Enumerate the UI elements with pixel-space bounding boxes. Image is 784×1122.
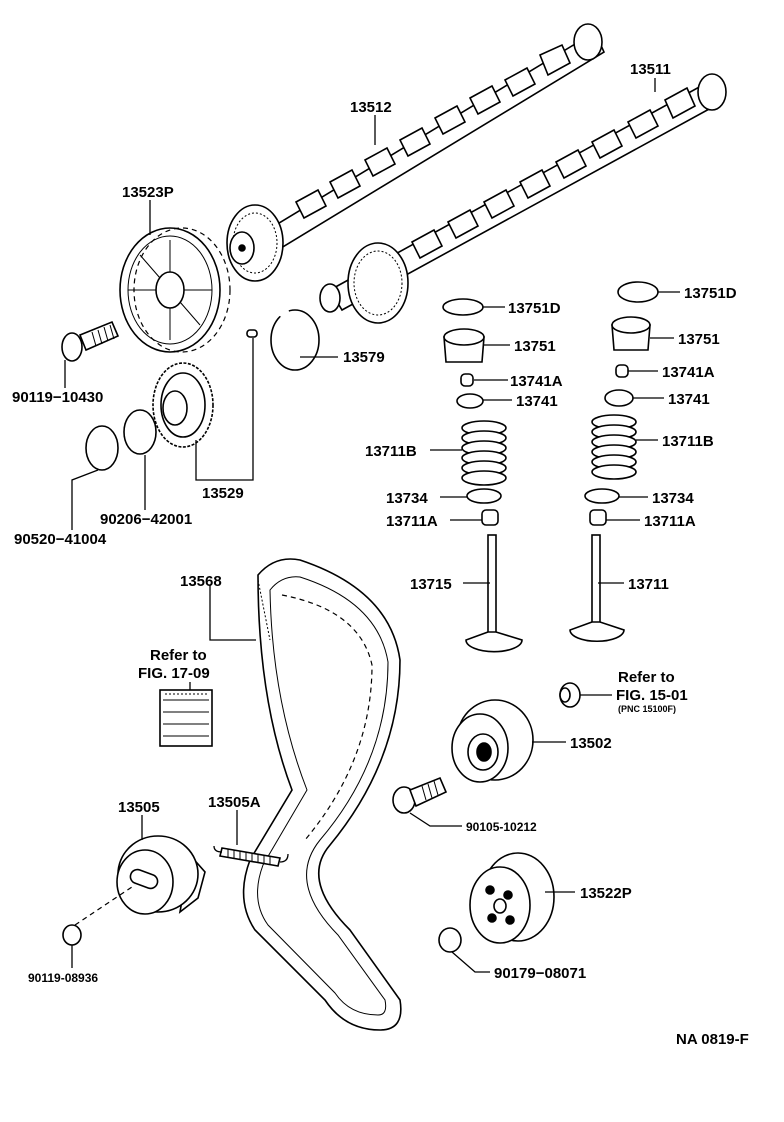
label-90105-10212: 90105-10212 xyxy=(466,820,537,834)
label-90520-41004: 90520−41004 xyxy=(14,531,107,548)
valve-stack-left[interactable] xyxy=(442,298,523,653)
retainer-13741-right xyxy=(604,389,634,407)
label-13751-left: 13751 xyxy=(514,338,556,355)
label-13512: 13512 xyxy=(350,99,392,116)
label-13715: 13715 xyxy=(410,576,452,593)
label-90119-08936: 90119-08936 xyxy=(28,971,98,985)
spring-13711B-left xyxy=(461,420,507,486)
ref2-line1: Refer to xyxy=(618,669,675,686)
ref-fig-17-09-icon[interactable] xyxy=(159,689,213,747)
label-13522P: 13522P xyxy=(580,885,632,902)
washer-90206-42001[interactable] xyxy=(123,409,157,455)
label-13751-right: 13751 xyxy=(678,331,720,348)
shim-13751D-right xyxy=(617,281,659,303)
label-13511: 13511 xyxy=(630,61,671,78)
camshaft-13512[interactable] xyxy=(226,23,606,282)
spring-13505A[interactable] xyxy=(213,845,289,867)
pulley-13522P[interactable] xyxy=(469,852,555,944)
label-13741A-right: 13741A xyxy=(662,364,715,381)
seat-13734-right xyxy=(584,488,620,504)
label-13751D-right: 13751D xyxy=(684,285,737,302)
ref2-line2: FIG. 15-01 xyxy=(616,687,688,704)
ref-fig-15-01-part[interactable] xyxy=(559,682,581,708)
bolt-90105-10212[interactable] xyxy=(392,776,448,814)
label-13711B-left: 13711B xyxy=(365,443,417,460)
label-13734-left: 13734 xyxy=(386,490,428,507)
washer-90520-41004[interactable] xyxy=(85,425,119,471)
shim-13751D-left xyxy=(442,298,484,316)
retainer-13741-left xyxy=(456,393,484,409)
valve-13711 xyxy=(569,534,625,643)
label-13741-right: 13741 xyxy=(668,391,710,408)
label-13502: 13502 xyxy=(570,735,612,752)
label-13734-right: 13734 xyxy=(652,490,694,507)
leader-lines xyxy=(64,78,680,973)
ref1-line2: FIG. 17-09 xyxy=(138,665,210,682)
label-13711: 13711 xyxy=(628,576,669,593)
label-13579: 13579 xyxy=(343,349,385,366)
diagram-id: NA 0819-F xyxy=(676,1031,749,1048)
key-dowel[interactable] xyxy=(246,329,258,338)
seat-13734-left xyxy=(466,488,502,504)
label-13711B-right: 13711B xyxy=(662,433,714,450)
ref1-line1: Refer to xyxy=(150,647,207,664)
valve-13715 xyxy=(465,534,523,653)
spring-13711B-right xyxy=(591,414,637,480)
label-90119-10430: 90119−10430 xyxy=(12,389,103,406)
label-13529: 13529 xyxy=(202,485,244,502)
label-13751D-left: 13751D xyxy=(508,300,561,317)
bolt-90119-10430[interactable] xyxy=(61,320,120,362)
label-90179-08071: 90179−08071 xyxy=(494,965,586,982)
label-13523P: 13523P xyxy=(122,184,174,201)
label-13741-left: 13741 xyxy=(516,393,558,410)
label-13505A: 13505A xyxy=(208,794,261,811)
label-13505: 13505 xyxy=(118,799,160,816)
seal-13711A-left xyxy=(481,509,499,526)
valve-stack-right[interactable] xyxy=(569,281,659,643)
label-13568: 13568 xyxy=(180,573,222,590)
gear-13529[interactable] xyxy=(152,362,214,448)
label-13741A-left: 13741A xyxy=(510,373,563,390)
idler-pulley-13502[interactable] xyxy=(451,699,534,783)
bolt-90179-08071[interactable] xyxy=(438,927,462,953)
label-13711A-right: 13711A xyxy=(644,513,696,530)
label-13711A-left: 13711A xyxy=(386,513,438,530)
seal-13711A-right xyxy=(589,509,607,526)
snap-ring-13579[interactable] xyxy=(270,307,320,371)
cam-pulley-13523P[interactable] xyxy=(119,227,231,353)
camshaft-13511[interactable] xyxy=(319,73,727,324)
ref2-line3: (PNC 15100F) xyxy=(618,704,676,714)
timing-belt-13568[interactable] xyxy=(242,558,402,1031)
nut-90119-08936[interactable] xyxy=(62,924,82,946)
keeper-13741A-left xyxy=(460,373,474,387)
label-90206-42001: 90206−42001 xyxy=(100,511,192,528)
tensioner-13505[interactable] xyxy=(116,835,206,915)
keeper-13741A-right xyxy=(615,364,629,378)
